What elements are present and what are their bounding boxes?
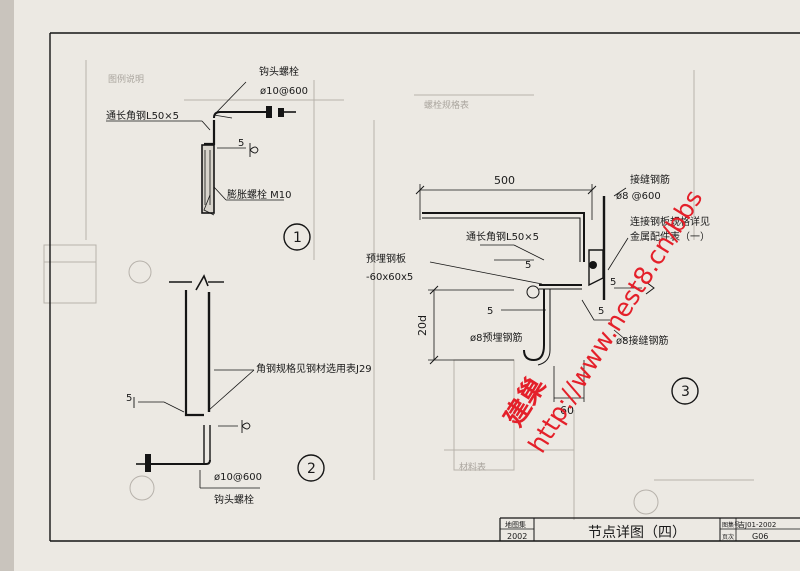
bar-section-3 bbox=[589, 261, 597, 269]
weld-label-3c: 5 bbox=[487, 306, 493, 317]
detail-1-number: 1 bbox=[293, 230, 302, 246]
detail-2: 角钢规格见钢材选用表J29 5 ø10@600 钩头螺栓 2 bbox=[126, 274, 372, 506]
atlas-number-label: 图集号 bbox=[722, 521, 740, 529]
embed-bar-3 bbox=[523, 289, 545, 362]
svg-text:图例说明: 图例说明 bbox=[108, 73, 144, 85]
hook-bolt-spec-1: ø10@600 bbox=[260, 86, 308, 97]
svg-text:材料表: 材料表 bbox=[459, 461, 486, 473]
detail-1: 钩头螺栓 ø10@600 通长角钢L50×5 5 膨胀螺栓 M10 1 bbox=[106, 65, 311, 251]
page-number-value: G06 bbox=[752, 532, 768, 541]
dim-500-label: 500 bbox=[494, 174, 515, 187]
detail-2-marker bbox=[297, 454, 325, 482]
weld-label-3b: 5 bbox=[610, 277, 616, 288]
sheet-title: 节点详图（四） bbox=[588, 525, 686, 541]
bleed-through-background: 图例说明 螺栓规格表 材料表 bbox=[43, 60, 754, 520]
atlas-number-value: 吉J01-2002 bbox=[738, 521, 776, 529]
dim-20d-label: 20d bbox=[416, 315, 429, 336]
angle-note-2: 角钢规格见钢材选用表J29 bbox=[256, 362, 372, 375]
detail-1-marker bbox=[283, 223, 311, 251]
title-block-label-top: 地图集 bbox=[505, 520, 526, 529]
hook-bolt-label-2: 钩头螺栓 bbox=[214, 493, 254, 506]
expansion-bolt-1 bbox=[201, 144, 215, 214]
drawing-canvas: 图例说明 螺栓规格表 材料表 钩头螺栓 ø10@600 通长角钢L50×5 5 … bbox=[43, 32, 800, 542]
angle-label-3: 通长角钢L50×5 bbox=[466, 230, 539, 243]
nut-1 bbox=[266, 106, 272, 118]
hook-bolt-label-1: 钩头螺栓 bbox=[259, 65, 299, 78]
title-block-label-bottom: 2002 bbox=[507, 532, 527, 541]
title-block: 地图集 2002 节点详图（四） 图集号 吉J01-2002 页次 G06 bbox=[499, 517, 800, 541]
weld-label-3a: 5 bbox=[525, 260, 531, 271]
embed-plate-label: 预埋钢板 bbox=[366, 252, 406, 265]
hook-bolt-spec-2: ø10@600 bbox=[214, 472, 262, 483]
expansion-bolt-label-1: 膨胀螺栓 M10 bbox=[227, 188, 292, 201]
embed-plate-spec: -60x60x5 bbox=[366, 272, 413, 283]
detail-3-number: 3 bbox=[681, 384, 690, 400]
detail-3: 500 接缝钢筋 ø8 @600 通长角钢L50×5 连接钢板规格详见 金属配件… bbox=[366, 173, 710, 417]
svg-text:螺栓规格表: 螺栓规格表 bbox=[424, 99, 469, 111]
detail-3-marker bbox=[671, 377, 699, 405]
joint-bar-label-3: 接缝钢筋 bbox=[630, 173, 670, 186]
weld-label-3d: 5 bbox=[598, 306, 604, 317]
hook-bolt-1 bbox=[213, 111, 272, 119]
connection-plate-3 bbox=[588, 249, 604, 287]
hook-bolt-2 bbox=[160, 459, 211, 465]
angle-steel-1 bbox=[204, 120, 216, 146]
angle-steel-2 bbox=[184, 290, 204, 417]
break-mark-2 bbox=[195, 274, 209, 291]
joint-bar-label-3b: ø8接缝钢筋 bbox=[616, 334, 668, 347]
page-number-label: 页次 bbox=[722, 533, 734, 541]
joint-bar-3 bbox=[422, 212, 585, 262]
detail-2-number: 2 bbox=[307, 461, 316, 477]
drawing-sheet: 图例说明 螺栓规格表 材料表 钩头螺栓 ø10@600 通长角钢L50×5 5 … bbox=[14, 0, 800, 571]
weld-label-1: 5 bbox=[238, 138, 244, 149]
sheet-border bbox=[49, 32, 800, 542]
dim-60-label: 60 bbox=[560, 404, 574, 417]
joint-bar-spec-3: ø8 @600 bbox=[616, 191, 661, 202]
embed-bar-label: ø8预埋钢筋 bbox=[470, 331, 522, 344]
washer-1 bbox=[278, 108, 284, 117]
nut-2 bbox=[145, 454, 151, 472]
weld-label-2: 5 bbox=[126, 393, 132, 404]
plate-note-line2: 金属配件表（一） bbox=[630, 230, 710, 243]
plate-note-line1: 连接钢板规格详见 bbox=[630, 215, 710, 228]
angle-label-1: 通长角钢L50×5 bbox=[106, 109, 179, 122]
